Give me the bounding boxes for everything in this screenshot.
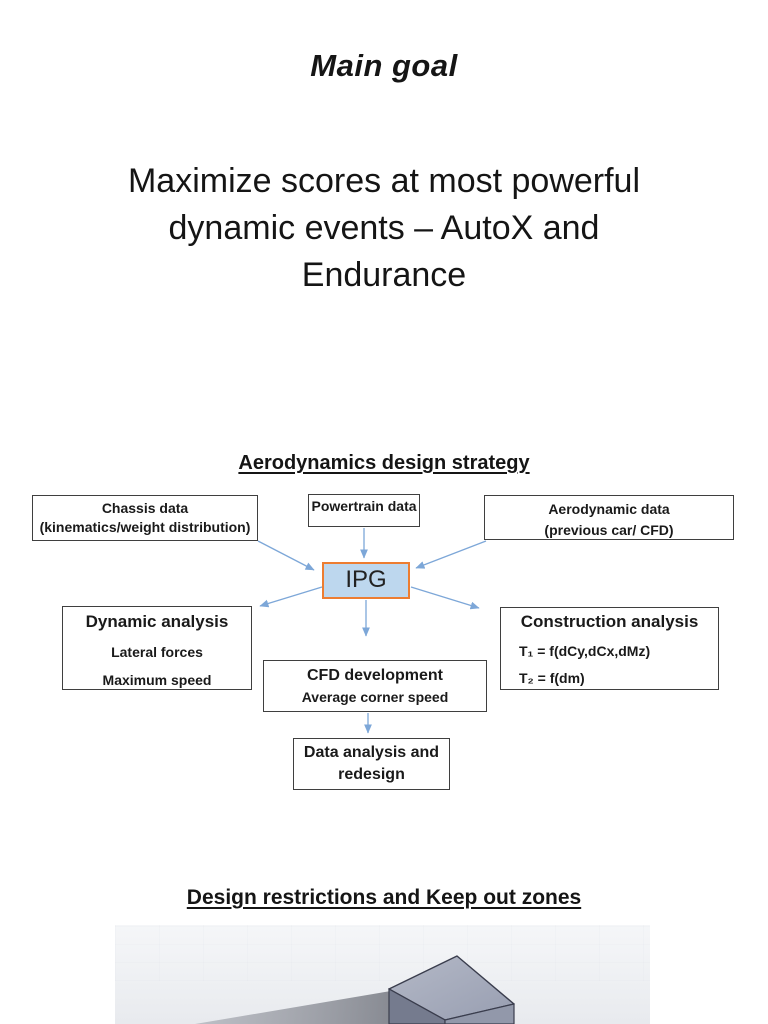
- node-dynamic-analysis: Dynamic analysis Lateral forces Maximum …: [62, 606, 252, 690]
- node-aerodynamic-data: Aerodynamic data (previous car/ CFD): [484, 495, 734, 540]
- node-data-analysis-redesign: Data analysis and redesign: [293, 738, 450, 790]
- arrow-aero-to-ipg: [415, 540, 487, 569]
- restrictions-section-title: Design restrictions and Keep out zones: [186, 886, 582, 909]
- node-line: T₁ = f(dCy,dCx,dMz): [519, 642, 651, 659]
- node-title: Data analysis and redesign: [303, 744, 440, 784]
- node-line: Maximum speed: [102, 671, 212, 688]
- node-ipg: IPG: [322, 562, 410, 599]
- arrow-ipg-to-dynamic: [259, 586, 323, 608]
- cad-cube-render-image: [115, 925, 650, 1024]
- diagram-section-title: Aerodynamics design strategy: [238, 452, 530, 474]
- node-title: IPG: [345, 566, 387, 594]
- node-line: Lateral forces: [111, 643, 203, 660]
- arrow-ipg-to-construction: [410, 586, 480, 610]
- arrow-chassis-to-ipg: [257, 540, 315, 571]
- node-cfd-development: CFD development Average corner speed: [263, 660, 487, 712]
- node-subtitle: Average corner speed: [301, 688, 449, 705]
- cad-cube-illustration: [195, 955, 515, 1024]
- node-construction-analysis: Construction analysis T₁ = f(dCy,dCx,dMz…: [500, 607, 719, 690]
- node-title: Powertrain data: [311, 498, 417, 514]
- node-title: Dynamic analysis: [85, 612, 229, 631]
- cube-right-face: [444, 1003, 515, 1024]
- node-powertrain-data: Powertrain data: [308, 494, 420, 527]
- node-line: T₂ = f(dm): [519, 669, 585, 686]
- node-title: CFD development: [306, 667, 443, 684]
- page-title: Main goal: [310, 48, 458, 83]
- node-title: Construction analysis: [520, 612, 699, 631]
- node-subtitle: (kinematics/weight distribution): [39, 518, 251, 535]
- cad-toolbar-hint: [115, 925, 650, 981]
- main-statement: Maximize scores at most powerful dynamic…: [127, 162, 641, 294]
- cube-left-face: [388, 987, 446, 1024]
- node-chassis-data: Chassis data (kinematics/weight distribu…: [32, 495, 258, 541]
- node-title: Aerodynamic data: [548, 501, 670, 517]
- node-title: Chassis data: [101, 500, 189, 516]
- node-subtitle: (previous car/ CFD): [544, 521, 674, 538]
